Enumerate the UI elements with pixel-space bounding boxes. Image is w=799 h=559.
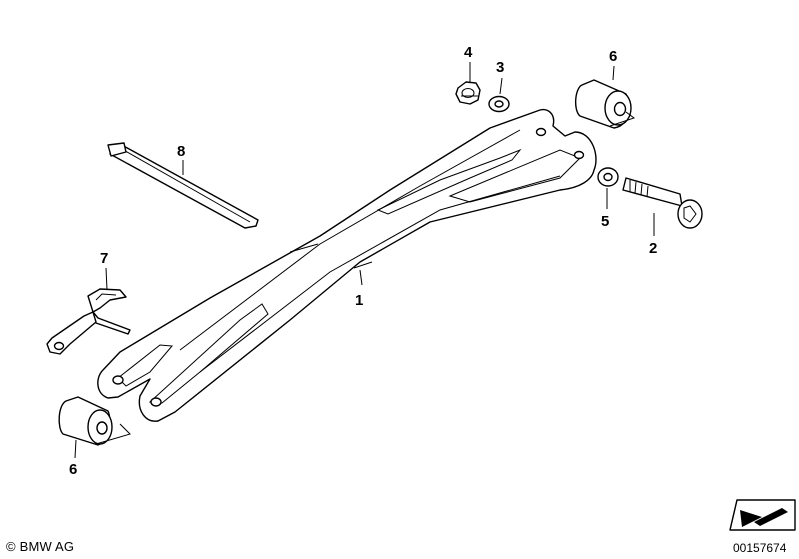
callout-part-2: 2 <box>649 240 657 257</box>
callout-part-4: 4 <box>464 44 473 61</box>
callout-part-5: 5 <box>601 213 609 230</box>
callout-part-7: 7 <box>100 250 108 267</box>
callout-part-8: 8 <box>177 143 185 160</box>
copyright-notice: © BMW AG <box>6 539 75 554</box>
strut-arm <box>97 108 597 422</box>
arrow-icon <box>740 508 788 527</box>
hex-bolt <box>622 177 703 229</box>
diagram-reference-number: 00157674 <box>733 541 787 555</box>
direction-indicator <box>729 499 796 531</box>
hex-nut <box>455 81 481 105</box>
callout-part-3: 3 <box>496 59 504 76</box>
callout-part-6-bottom: 6 <box>69 461 77 478</box>
callout-part-1: 1 <box>355 292 363 309</box>
washer-top <box>488 95 510 113</box>
bushing-bottom <box>58 396 131 446</box>
callout-part-6-top: 6 <box>609 48 617 65</box>
bushing-top <box>575 79 636 129</box>
washer-bottom <box>597 167 619 187</box>
direction-frame <box>729 499 796 531</box>
cable-tie <box>107 142 259 229</box>
mounting-clip <box>46 288 131 355</box>
leader-lines <box>74 62 655 459</box>
